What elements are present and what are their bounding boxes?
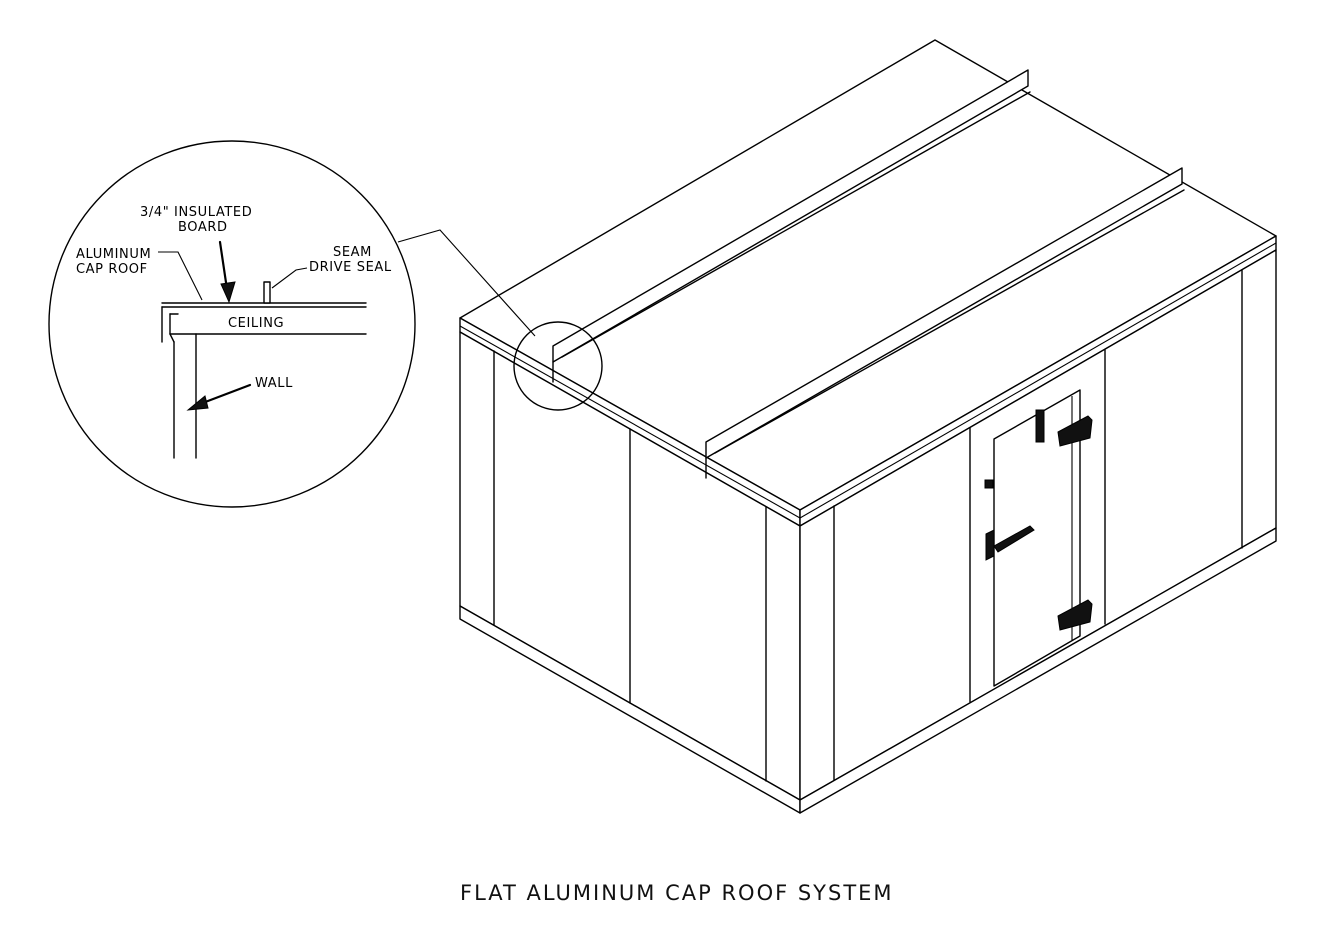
door-closer-icon bbox=[984, 479, 994, 489]
insulated-board-label-line1: 3/4" INSULATED bbox=[140, 205, 252, 220]
detail-circle bbox=[48, 140, 416, 508]
seam-label-line2: DRIVE SEAL bbox=[309, 260, 392, 275]
cooler-isometric bbox=[459, 39, 1277, 814]
aluminum-cap-leader bbox=[158, 251, 203, 301]
detail-callout: 3/4" INSULATED BOARD ALUMINUM CAP ROOF S… bbox=[48, 140, 416, 508]
door-panel bbox=[993, 389, 1081, 687]
door-handle-bar-icon bbox=[993, 525, 1035, 553]
base-band-right bbox=[799, 527, 1277, 814]
aluminum-cap-label-line2: CAP ROOF bbox=[76, 262, 148, 277]
hinge-icon bbox=[1057, 415, 1093, 447]
insulated-board-label-line2: BOARD bbox=[178, 220, 228, 235]
aluminum-cap-label-line1: ALUMINUM bbox=[76, 247, 151, 262]
detail-leader-line bbox=[397, 229, 536, 337]
seam-leader bbox=[271, 267, 308, 289]
ceiling-label: CEILING bbox=[228, 316, 284, 331]
roof-seam-1 bbox=[552, 69, 1031, 383]
roof-seam-2 bbox=[705, 167, 1185, 479]
door bbox=[984, 389, 1093, 687]
door-handle-icon bbox=[985, 529, 995, 561]
wall-arrow bbox=[198, 383, 252, 406]
latch-icon bbox=[1035, 409, 1045, 443]
wall-label: WALL bbox=[255, 376, 293, 391]
seam-label-line1: SEAM bbox=[333, 245, 372, 260]
hinge-icon bbox=[1057, 599, 1093, 631]
seam-drive-seal-shape bbox=[263, 281, 271, 304]
figure-title: FLAT ALUMINUM CAP ROOF SYSTEM bbox=[460, 881, 894, 905]
detail-reference-circle bbox=[513, 321, 603, 411]
